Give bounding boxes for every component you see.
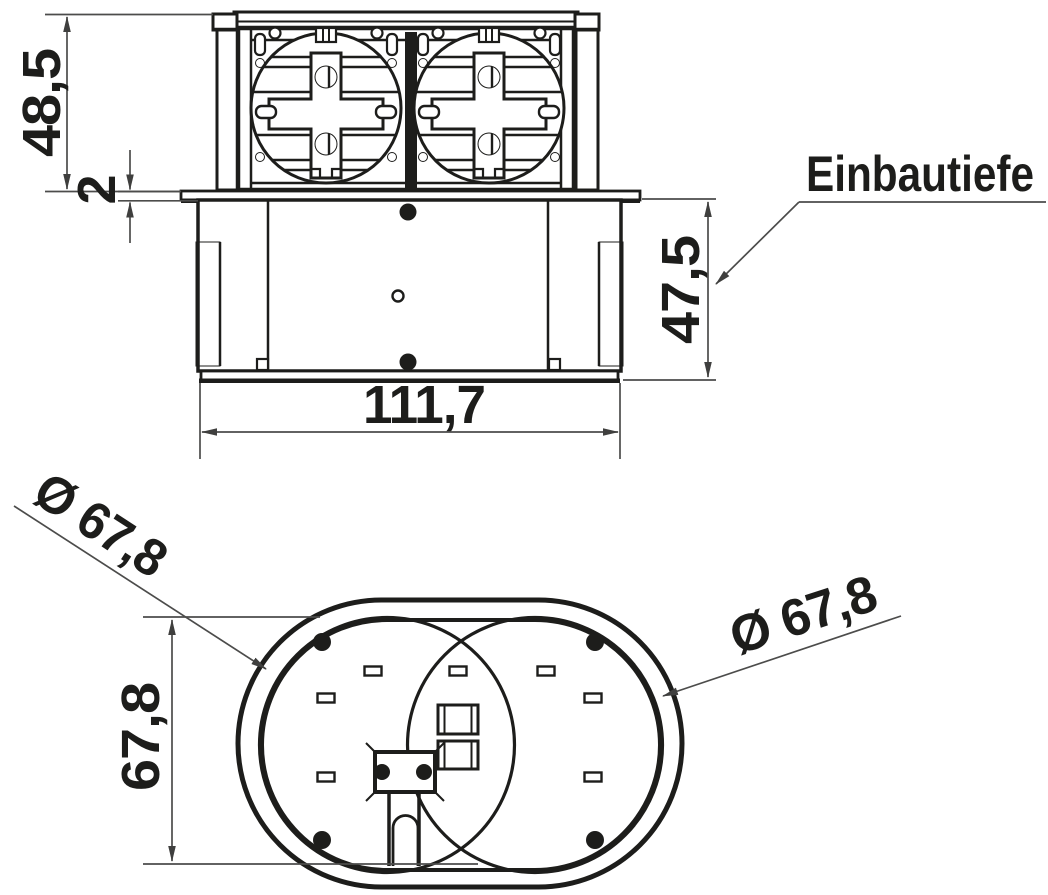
cable-clamp [365,742,445,866]
dim-label-48-5: 48,5 [12,49,72,157]
dia-label-right: Ø 67,8 [723,565,884,667]
cable-entry-arch [391,814,420,866]
rivet-bottom [399,353,417,371]
socket-housing [235,25,577,193]
screw-hole [586,831,604,849]
dimension-install-depth: 47,5 [623,198,716,381]
cutout-circle-right [405,615,665,875]
front-view-dimensions: 48,5 2 111,7 47,5 Einbautiefe [12,13,1046,459]
right-post [574,28,600,192]
cutout-circle-left [257,615,517,875]
bottom-view [235,597,685,890]
dimension-flange-thickness: 2 [67,150,198,243]
front-view [179,10,642,384]
left-post [215,28,240,192]
dim-label-111-7: 111,7 [363,375,485,435]
dimension-width: 111,7 [199,375,621,459]
socket-divider [405,32,417,188]
dim-label-67-8: 67,8 [111,683,171,791]
dia-label-left: Ø 67,8 [23,461,176,589]
dimension-total-height: 48,5 [12,13,213,193]
callout-label: Einbautiefe [806,146,1034,202]
dim-label-47-5: 47,5 [651,236,711,344]
screw-hole [313,633,331,651]
screw-hole [313,831,331,849]
rivet-top [399,203,417,221]
screw-hole [586,633,604,651]
center-hole [391,289,405,303]
dimension-diameter-right: Ø 67,8 [662,565,902,697]
clamping-teeth-left [195,241,222,367]
callout-einbautiefe: Einbautiefe [715,146,1046,285]
dim-label-2: 2 [67,175,127,204]
dimension-diameter-left: Ø 67,8 [13,461,267,670]
housing-body [195,198,624,384]
clamping-teeth-right [597,241,624,367]
cable-knockouts [436,703,480,771]
vent-slots [316,665,603,783]
dimension-oval-height: 67,8 [111,616,478,865]
